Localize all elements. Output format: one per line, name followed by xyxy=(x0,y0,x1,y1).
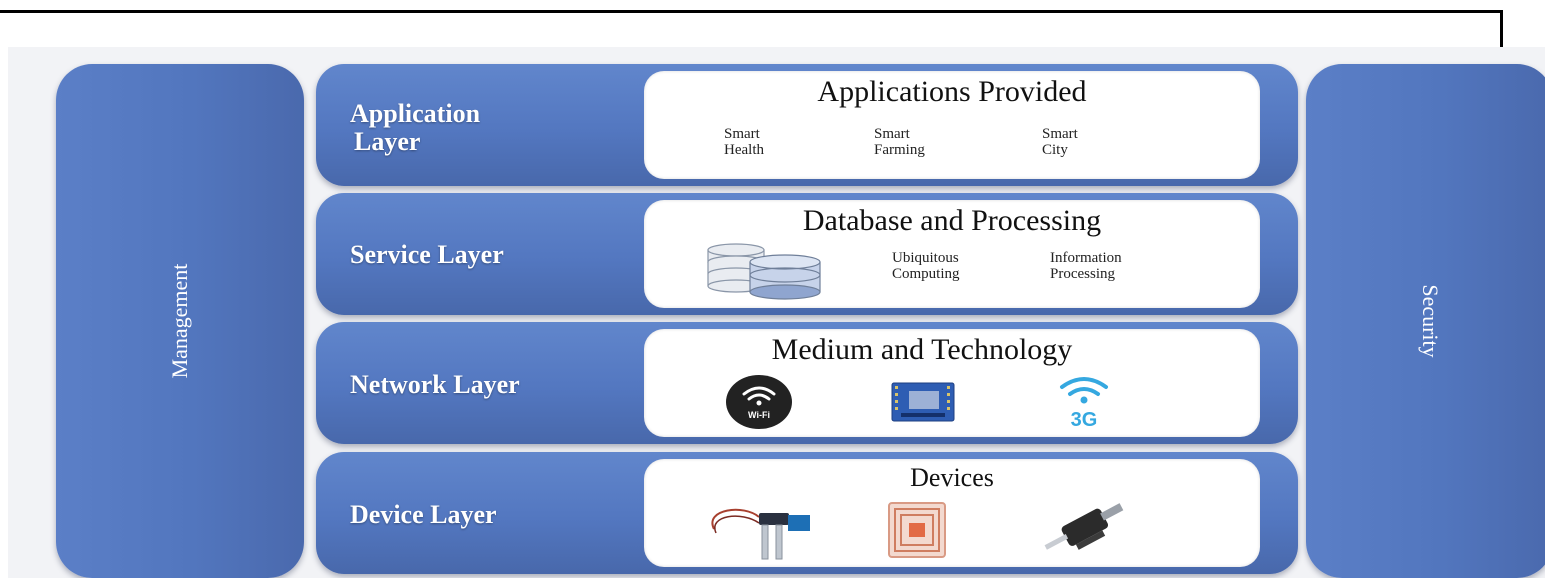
information-processing-item: Information Processing xyxy=(1050,250,1122,282)
solenoid-actuator-icon xyxy=(1044,503,1124,550)
wifi-badge-text: Wi-Fi xyxy=(748,410,770,420)
3g-badge-text: 3G xyxy=(1071,409,1098,431)
wifi-icon: Wi-Fi xyxy=(726,375,792,429)
information-processing-line1: Information xyxy=(1050,250,1122,266)
device-layer: Device Layer Devices xyxy=(316,452,1298,574)
service-layer-label: Service Layer xyxy=(350,240,504,269)
iot-architecture-diagram: Management Security Application Layer Ap… xyxy=(8,47,1545,578)
smart-farming-line1: Smart xyxy=(874,126,910,142)
security-label: Security xyxy=(1417,284,1443,358)
network-layer: Network Layer Medium and Technology Wi-F… xyxy=(316,322,1298,444)
smart-health-line1: Smart xyxy=(724,126,760,142)
soil-moisture-sensor-icon xyxy=(711,508,810,560)
security-pillar: Security xyxy=(1306,64,1545,578)
smart-city-item: Smart City xyxy=(1042,126,1078,158)
medium-technology-box: Medium and Technology Wi-Fi xyxy=(644,329,1260,437)
application-layer-label: Application Layer xyxy=(350,100,480,156)
database-icon xyxy=(707,243,821,300)
smart-health-item: Smart Health xyxy=(724,126,764,158)
ubiquitous-computing-line1: Ubiquitous xyxy=(892,250,959,266)
service-layer: Service Layer Database and Processing xyxy=(316,193,1298,315)
application-layer: Application Layer Applications Provided … xyxy=(316,64,1298,186)
device-layer-label: Device Layer xyxy=(350,500,497,529)
application-layer-label-line1: Application xyxy=(350,99,481,128)
smart-health-line2: Health xyxy=(724,142,764,158)
ubiquitous-computing-item: Ubiquitous Computing xyxy=(892,250,960,282)
ubiquitous-computing-line2: Computing xyxy=(892,266,960,282)
information-processing-line2: Processing xyxy=(1050,266,1115,282)
frame-top-border xyxy=(0,10,1503,13)
network-layer-label: Network Layer xyxy=(350,370,520,399)
smart-city-line1: Smart xyxy=(1042,126,1078,142)
application-layer-label-line2: Layer xyxy=(354,127,421,156)
rfid-tag-icon xyxy=(888,502,946,558)
smart-farming-line2: Farming xyxy=(874,142,925,158)
medium-technology-title: Medium and Technology xyxy=(771,333,1073,366)
smart-farming-item: Smart Farming xyxy=(874,126,925,158)
3g-signal-icon: 3G xyxy=(1060,377,1108,431)
applications-provided-title: Applications Provided xyxy=(817,75,1087,108)
smart-city-line2: City xyxy=(1042,142,1068,158)
management-pillar: Management xyxy=(56,64,304,578)
database-processing-title: Database and Processing xyxy=(802,204,1102,237)
applications-provided-box: Applications Provided Smart Health Smart… xyxy=(644,71,1260,179)
devices-title: Devices xyxy=(910,463,994,492)
devices-box: Devices xyxy=(644,459,1260,567)
database-processing-box: Database and Processing xyxy=(644,200,1260,308)
wireless-module-icon xyxy=(891,382,955,422)
management-label: Management xyxy=(167,263,192,379)
